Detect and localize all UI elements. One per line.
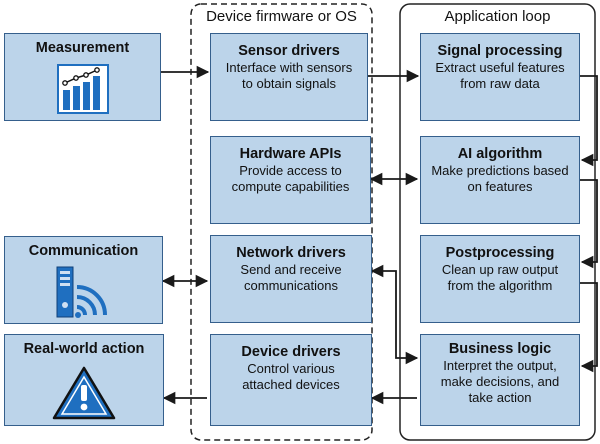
- business-logic-title: Business logic: [448, 341, 552, 357]
- business-logic-box: Business logic Interpret the output, mak…: [420, 334, 580, 426]
- postprocessing-desc-1: Clean up raw output: [441, 262, 559, 277]
- wifi-server-icon: [53, 265, 115, 326]
- device-drivers-title: Device drivers: [241, 344, 341, 360]
- hardware-apis-desc-2: compute capabilities: [231, 179, 350, 194]
- device-drivers-box: Device drivers Control various attached …: [210, 334, 372, 426]
- communication-box: Communication: [4, 236, 163, 324]
- signal-processing-box: Signal processing Extract useful feature…: [420, 33, 580, 121]
- device-drivers-desc-2: attached devices: [242, 377, 340, 392]
- sensor-drivers-title: Sensor drivers: [238, 43, 340, 59]
- business-logic-desc-2: make decisions, and: [440, 374, 560, 389]
- arrow-ai-to-post: [580, 179, 598, 269]
- firmware-container-label: Device firmware or OS: [206, 8, 357, 25]
- ai-algorithm-title: AI algorithm: [457, 146, 543, 162]
- business-logic-desc-3: take action: [468, 390, 532, 405]
- signal-processing-desc-2: from raw data: [460, 76, 540, 91]
- network-drivers-title: Network drivers: [236, 245, 346, 261]
- network-drivers-desc-2: communications: [244, 278, 338, 293]
- network-drivers-desc-1: Send and receive: [240, 262, 342, 277]
- action-box: Real-world action: [4, 334, 164, 426]
- ai-algorithm-desc-1: Make predictions based: [431, 163, 569, 178]
- communication-title: Communication: [28, 243, 139, 259]
- firmware-container: [190, 3, 373, 441]
- signal-processing-desc-1: Extract useful features: [435, 60, 565, 75]
- signal-processing-title: Signal processing: [437, 43, 563, 59]
- measurement-title: Measurement: [35, 40, 130, 56]
- action-title: Real-world action: [23, 341, 145, 357]
- device-drivers-desc-1: Control various: [247, 361, 335, 376]
- postprocessing-desc-2: from the algorithm: [447, 278, 553, 293]
- app-loop-container: [399, 3, 596, 441]
- postprocessing-box: Postprocessing Clean up raw output from …: [420, 235, 580, 323]
- hardware-apis-desc-1: Provide access to: [239, 163, 342, 178]
- sensor-drivers-desc-2: to obtain signals: [242, 76, 336, 91]
- business-logic-desc-1: Interpret the output,: [443, 358, 557, 373]
- bar-chart-icon: [56, 64, 109, 119]
- hardware-apis-title: Hardware APIs: [239, 146, 342, 162]
- ai-algorithm-desc-2: on features: [467, 179, 533, 194]
- arrow-signal-to-ai: [580, 75, 598, 167]
- app-loop-container-label: Application loop: [444, 8, 551, 25]
- warning-icon: [51, 365, 117, 426]
- hardware-apis-box: Hardware APIs Provide access to compute …: [210, 136, 371, 224]
- sensor-drivers-desc-1: Interface with sensors: [225, 60, 353, 75]
- network-drivers-box: Network drivers Send and receive communi…: [210, 235, 372, 323]
- arrow-post-to-business: [580, 282, 598, 373]
- sensor-drivers-box: Sensor drivers Interface with sensors to…: [210, 33, 368, 121]
- arrow-network-business: [370, 264, 419, 365]
- measurement-box: Measurement: [4, 33, 161, 121]
- ai-algorithm-box: AI algorithm Make predictions based on f…: [420, 136, 580, 224]
- postprocessing-title: Postprocessing: [445, 245, 555, 261]
